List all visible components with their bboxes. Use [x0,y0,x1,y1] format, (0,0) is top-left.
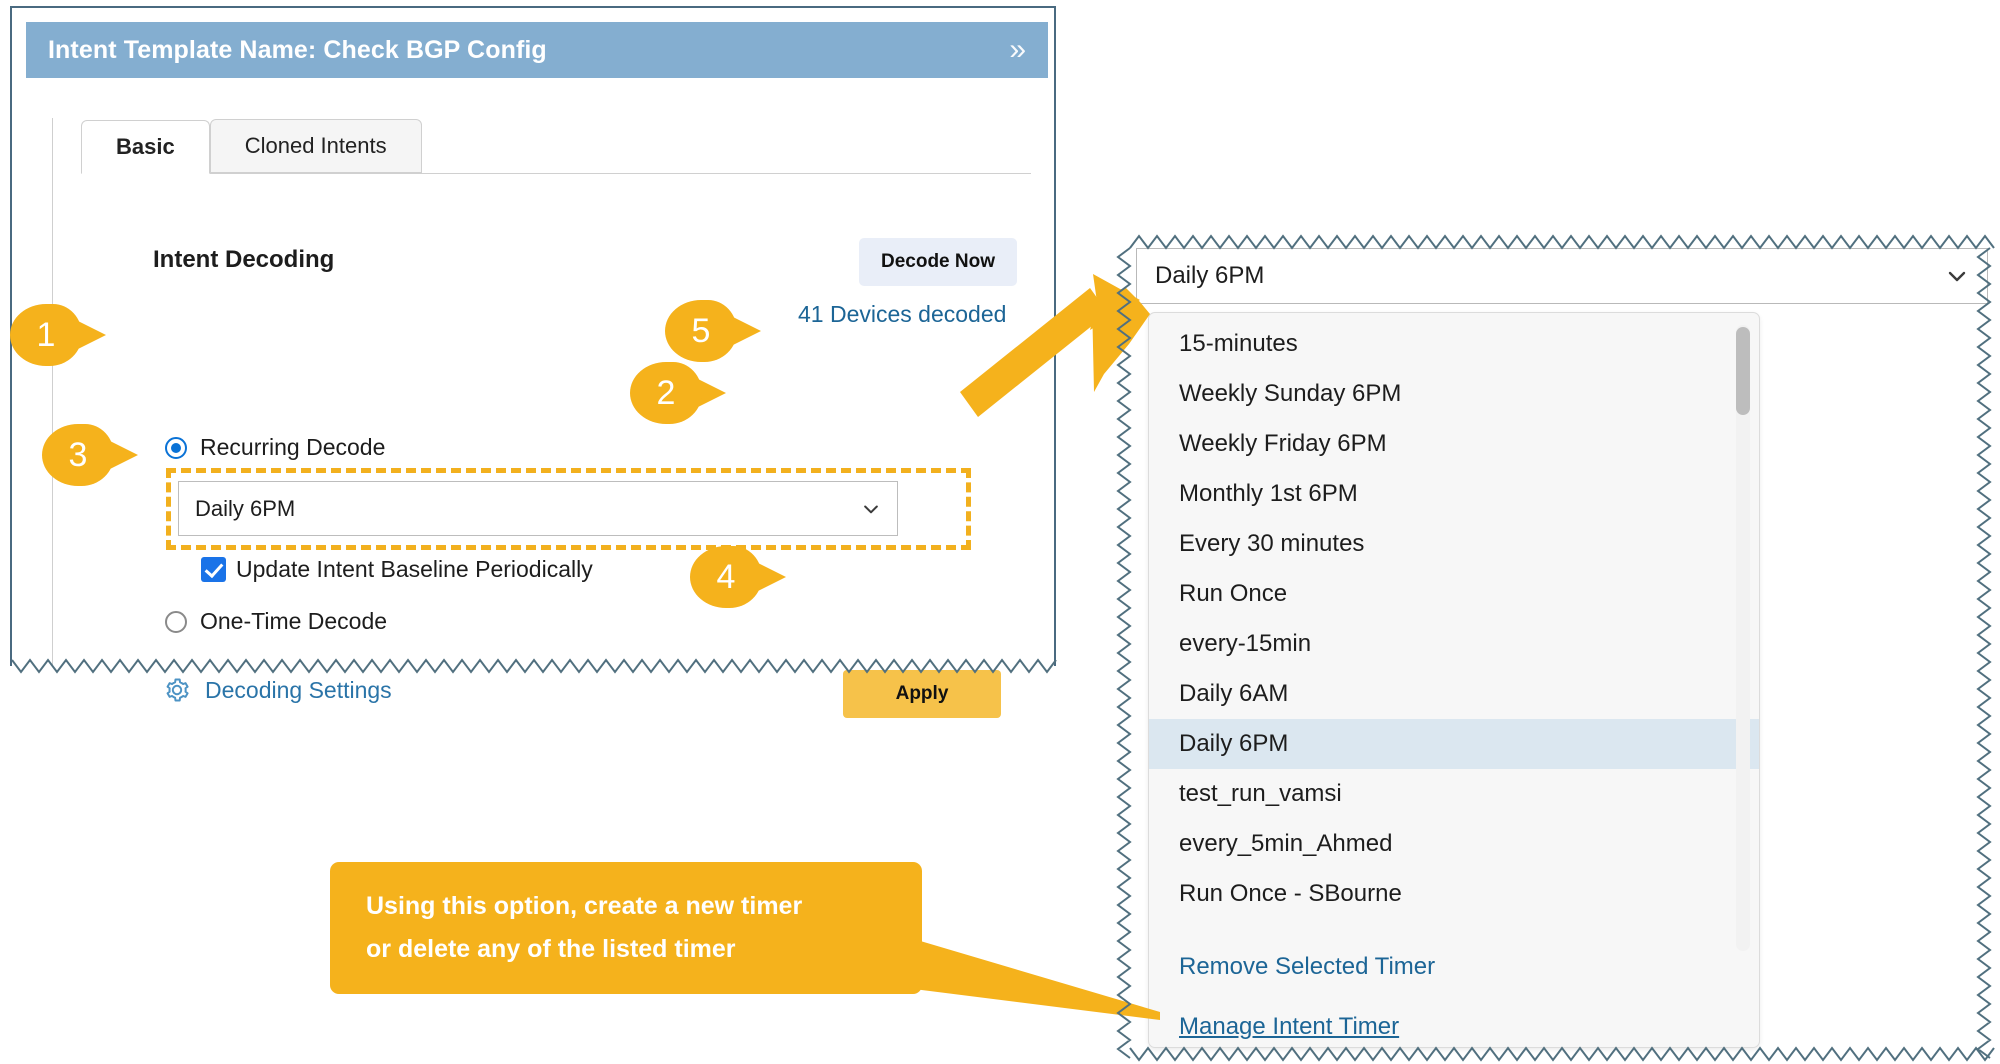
intent-template-panel: Intent Template Name: Check BGP Config »… [10,6,1056,718]
chevron-down-icon[interactable] [1945,264,1969,288]
timer-option-label: test_run_vamsi [1179,780,1342,807]
callout-pill [630,362,702,424]
callout-badge-4: 4 [690,546,786,608]
update-baseline-label: Update Intent Baseline Periodically [236,556,593,582]
timer-option-label: Daily 6AM [1179,680,1289,707]
timer-option-label: 15-minutes [1179,330,1298,357]
timer-option[interactable]: Weekly Sunday 6PM [1149,369,1759,419]
callout-badge-3: 3 [42,424,138,486]
callout-number: 5 [691,311,711,350]
timer-option[interactable]: every-15min [1149,619,1759,669]
chevron-double-right-icon[interactable]: » [1009,33,1026,66]
timer-option-label: Run Once - SBourne [1179,880,1402,907]
remove-selected-timer-link[interactable]: Remove Selected Timer [1179,953,1436,980]
option-list-scrollbar-thumb[interactable] [1736,327,1750,415]
one-time-decode-label: One-Time Decode [200,608,388,634]
update-baseline-checkbox[interactable] [201,557,226,582]
tab-bar: Basic Cloned Intents [81,118,1031,174]
decode-now-button[interactable]: Decode Now [859,238,1017,286]
tab-basic[interactable]: Basic [81,120,210,174]
timer-option[interactable]: Daily 6PM [1149,719,1759,769]
one-time-decode-radio[interactable] [165,610,187,633]
timer-option[interactable]: every_5min_Ahmed [1149,819,1759,869]
timer-select[interactable]: Daily 6PM [178,481,898,536]
section-title-intent-decoding: Intent Decoding [153,246,335,273]
callout-number: 1 [36,315,56,354]
callout-number: 3 [68,435,88,474]
timer-option[interactable]: Daily 6AM [1149,669,1759,719]
timer-option[interactable]: 15-minutes [1149,319,1759,369]
callout-number: 2 [656,373,676,412]
timer-option-label: Run Once [1179,580,1288,607]
timer-option-label: Daily 6PM [1179,730,1289,757]
timer-option[interactable]: Monthly 1st 6PM [1149,469,1759,519]
timer-option[interactable]: Run Once - SBourne [1149,869,1759,919]
recurring-decode-label: Recurring Decode [200,434,386,460]
tooltip-line-1: Using this option, create a new timer [366,892,803,920]
timer-dropdown-select[interactable]: Daily 6PM [1136,248,1988,304]
callout-number: 4 [716,557,736,596]
timer-option-label: Weekly Sunday 6PM [1179,380,1402,407]
update-baseline-row[interactable]: Update Intent Baseline Periodically [201,556,593,583]
callout-pill [690,546,762,608]
tooltip-callout: Using this option, create a new timer or… [330,862,922,994]
tab-cloned-intents-label: Cloned Intents [244,133,387,158]
chevron-down-icon[interactable] [861,499,881,519]
tooltip-line-2: or delete any of the listed timer [366,935,736,963]
gear-icon [166,678,189,702]
timer-option[interactable]: test_run_vamsi [1149,769,1759,819]
timer-option-label: every_5min_Ahmed [1179,830,1393,857]
basic-tab-card: Basic Cloned Intents Intent Decoding Dec… [52,118,1048,718]
page-title: Intent Template Name: Check BGP Config [48,35,547,64]
recurring-decode-row[interactable]: Recurring Decode [165,434,385,461]
timer-option-label: Every 30 minutes [1179,530,1365,557]
panel-header: Intent Template Name: Check BGP Config » [26,22,1048,78]
recurring-decode-radio[interactable] [165,436,187,459]
timer-dropdown-value: Daily 6PM [1155,262,1265,289]
devices-decoded-link[interactable]: 41 Devices decoded [798,301,1007,327]
timer-option-label: every-15min [1179,630,1312,657]
callout-badge-1: 1 [10,304,106,366]
apply-button[interactable]: Apply [843,670,1001,718]
timer-select-value: Daily 6PM [195,495,296,521]
decoding-settings-link[interactable]: Decoding Settings [163,676,392,704]
timer-option-label: Weekly Friday 6PM [1179,430,1387,457]
callout-pill [42,424,114,486]
callout-pill [665,300,737,362]
decoding-settings-label: Decoding Settings [205,676,392,703]
one-time-decode-row[interactable]: One-Time Decode [165,608,387,635]
option-list-scrollbar-track[interactable] [1736,325,1750,951]
timer-option[interactable]: Run Once [1149,569,1759,619]
arrow-tooltip-to-manage-timer [890,932,1160,1020]
timer-option[interactable]: Weekly Friday 6PM [1149,419,1759,469]
callout-badge-2: 2 [630,362,726,424]
manage-intent-timer-link[interactable]: Manage Intent Timer [1179,1013,1400,1040]
callout-badge-5: 5 [665,300,761,362]
timer-option[interactable]: Every 30 minutes [1149,519,1759,569]
tab-basic-label: Basic [116,134,175,159]
timer-option-label: Monthly 1st 6PM [1179,480,1358,507]
callout-pill [10,304,82,366]
tab-cloned-intents[interactable]: Cloned Intents [209,119,422,173]
